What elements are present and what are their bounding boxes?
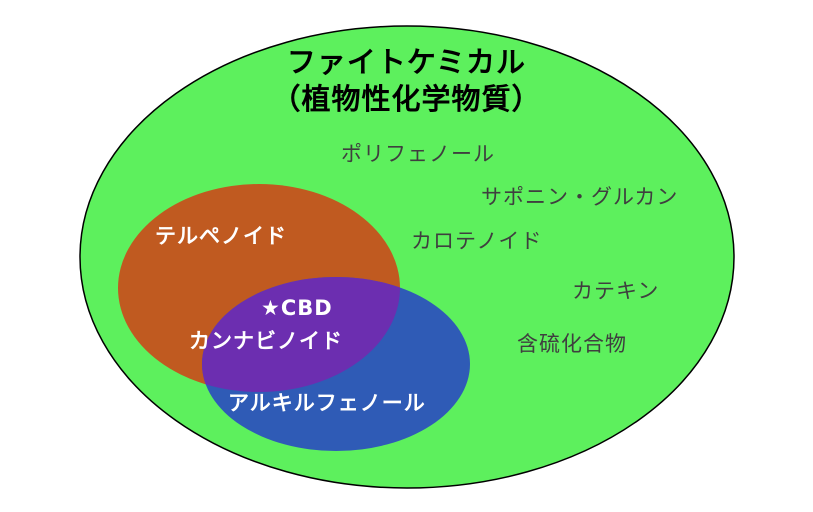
- diagram-title: ファイトケミカル （植物性化学物質）: [0, 44, 813, 118]
- label-sulfur-compounds: 含硫化合物: [517, 332, 627, 356]
- label-polyphenol: ポリフェノール: [341, 142, 495, 166]
- diagram-title-line2: （植物性化学物質）: [271, 82, 542, 116]
- cannabinoid-overlap-region: [202, 277, 400, 392]
- label-saponin-glucan: サポニン・グルカン: [481, 185, 679, 209]
- label-carotenoid: カロテノイド: [411, 229, 543, 253]
- label-alkylphenol: アルキルフェノール: [228, 391, 426, 415]
- label-cbd: ★CBD: [261, 296, 333, 320]
- label-cannabinoid: カンナビノイド: [189, 329, 343, 353]
- label-catechin: カテキン: [572, 279, 660, 303]
- label-terpenoid: テルペノイド: [155, 224, 287, 248]
- diagram-title-line1: ファイトケミカル: [286, 45, 527, 79]
